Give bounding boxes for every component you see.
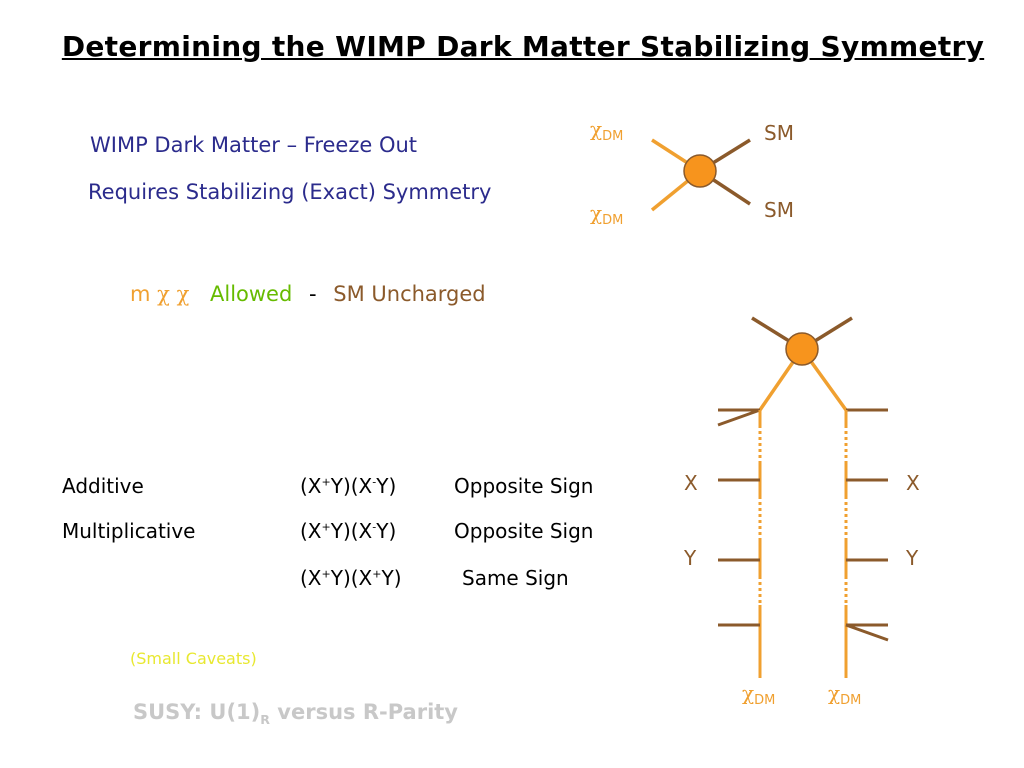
right-chain [844, 408, 889, 678]
symmetry-line: Requires Stabilizing (Exact) Symmetry [88, 180, 492, 204]
vertex-blob-1 [683, 154, 717, 188]
chi-dm-label-bottom: χDM [590, 201, 623, 228]
x-label-right: X [906, 471, 920, 495]
chi-dm-label-right: χDM [828, 681, 861, 708]
small-caveats: (Small Caveats) [130, 649, 257, 668]
annihilation-diagram: χDM χDM SM SM [590, 117, 794, 228]
freeze-out-line: WIMP Dark Matter – Freeze Out [90, 133, 418, 157]
row-additive-term: (X+Y)(X-Y) [300, 474, 397, 498]
sm-label-bottom: SM [764, 198, 794, 222]
page-title: Determining the WIMP Dark Matter Stabili… [61, 30, 985, 63]
y-label-left: Y [683, 546, 697, 570]
row-same-term: (X+Y)(X+Y) [300, 566, 402, 590]
susy-line: SUSY: U(1)R versus R-Parity [133, 700, 458, 728]
sm-label-top: SM [764, 121, 794, 145]
chi-dm-label-top: χDM [590, 117, 623, 144]
chi-dm-label-left: χDM [742, 681, 775, 708]
mass-term-line: m χ χ Allowed - SM Uncharged [130, 282, 486, 306]
row-same-sign: Same Sign [462, 566, 569, 590]
row-additive-sign: Opposite Sign [454, 474, 594, 498]
y-label-right: Y [905, 546, 919, 570]
row-multiplicative-name: Multiplicative [62, 519, 196, 543]
mass-chi-1: χ [157, 282, 170, 306]
vertex-blob-2 [785, 332, 819, 366]
dash-separator: - [309, 282, 317, 306]
mass-m: m [130, 282, 151, 306]
x-label-left: X [684, 471, 698, 495]
mass-chi-2: χ [176, 282, 190, 306]
row-multiplicative-sign: Opposite Sign [454, 519, 594, 543]
decay-chain-diagram: X X Y Y χDM χDM [683, 316, 920, 708]
row-additive-name: Additive [62, 474, 144, 498]
sm-uncharged-label: SM Uncharged [333, 282, 486, 306]
row-multiplicative-term: (X+Y)(X-Y) [300, 519, 397, 543]
left-chain [717, 408, 762, 678]
allowed-label: Allowed [210, 282, 293, 306]
